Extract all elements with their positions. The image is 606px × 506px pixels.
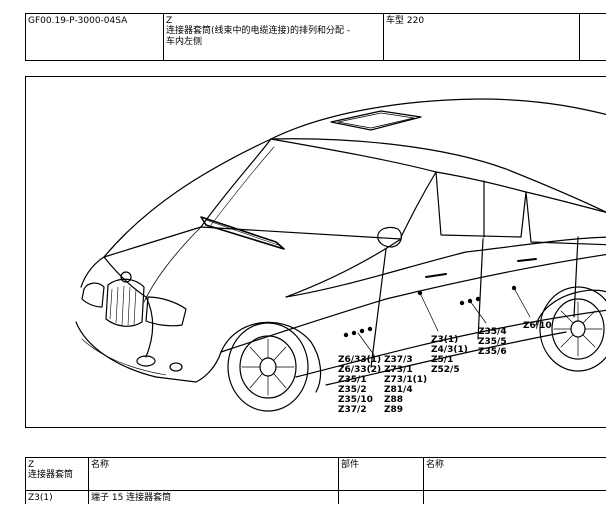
col-name-header: 名称 [91,460,110,470]
callout-label: Z35/10 [338,395,373,405]
col-code-header: Z [28,460,35,470]
callout-label: Z5/1 [431,355,454,365]
doc-id: GF00.19-P-3000-04SA [28,16,128,26]
header-code: Z [166,16,173,26]
car-illustration [75,98,606,412]
callout-label: Z35/5 [478,337,507,347]
callout-label: Z89 [384,405,404,415]
callout-label: Z35/4 [478,327,507,337]
callout-label: Z35/6 [478,347,507,357]
callout-label: Z88 [384,395,404,405]
table-row-code: Z3(1) [28,493,53,503]
table-row-name: 端子 15 连接器套筒 [91,493,172,503]
callout-label: Z81/4 [384,385,413,395]
callout-label: Z37/3 [384,355,413,365]
callout-label: Z6/10 [523,321,552,331]
callout-label: Z37/2 [338,405,367,415]
callout-label: Z73/1(1) [384,375,428,385]
callout-label: Z6/33(1) [338,355,382,365]
header-title-line2: 车内左侧 [166,37,203,47]
callout-label: Z35/1 [338,375,367,385]
header-title-line1: 连接器套筒(线束中的电缆连接)的排列和分配 - [166,26,351,36]
col-code-subheader: 连接器套筒 [28,470,74,480]
callout-label: Z52/5 [431,365,460,375]
callout-label: Z3(1) [431,335,459,345]
callout-label: Z4/3(1) [431,345,468,355]
callout-label: Z73/1 [384,365,413,375]
callout-label: Z6/33(2) [338,365,382,375]
callout-group-4: Z6/10 [523,321,552,331]
col-name2-header: 名称 [426,460,445,470]
callout-label: Z35/2 [338,385,367,395]
vehicle-model: 车型 220 [386,16,425,26]
col-part-header: 部件 [341,460,360,470]
